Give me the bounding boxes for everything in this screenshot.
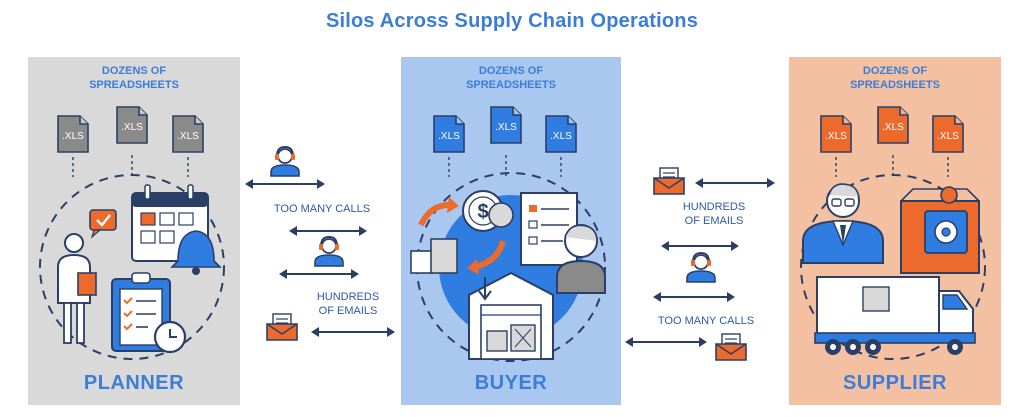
warehouse-icon [468, 271, 554, 360]
supplier-header-line2: SPREADSHEETS [850, 79, 940, 91]
clock-icon [153, 320, 187, 354]
xls-file-icon: .XLS [876, 105, 910, 145]
planner-illustration [39, 155, 225, 360]
supplier-panel: DOZENS OF SPREADSHEETS .XLS .XLS .XLS [789, 57, 1001, 405]
buyer-header-line2: SPREADSHEETS [466, 79, 556, 91]
buyer-file-ext-3: .XLS [550, 131, 572, 142]
planner-file-ext-1: .XLS [62, 131, 84, 142]
headset-agent-icon [270, 145, 300, 177]
xls-file-icon: .XLS [489, 105, 523, 145]
planner-header-line2: SPREADSHEETS [89, 79, 179, 91]
planner-panel: DOZENS OF SPREADSHEETS .XLS .XLS .XLS [28, 57, 240, 405]
double-arrow-icon [661, 241, 739, 251]
buyer-file-ext-2: .XLS [495, 122, 517, 133]
xls-file-icon: .XLS [56, 114, 90, 154]
right-calls-label: TOO MANY CALLS [657, 315, 755, 327]
diagram-title: Silos Across Supply Chain Operations [325, 10, 699, 32]
planner-spreadsheets-header: DOZENS OF SPREADSHEETS [28, 64, 240, 92]
left-emails-line2: OF EMAILS [318, 305, 378, 317]
gear-box-icon [900, 186, 980, 274]
buyer-spreadsheets-header: DOZENS OF SPREADSHEETS [401, 64, 621, 92]
double-arrow-icon [625, 337, 707, 347]
buyer-label: BUYER [474, 372, 548, 394]
supplier-label: SUPPLIER [842, 372, 948, 394]
buyer-illustration: $ [410, 155, 606, 362]
truck-icon [814, 276, 976, 355]
supplier-file-ext-1: .XLS [825, 131, 847, 142]
buyer-header-line1: DOZENS OF [478, 65, 544, 77]
double-arrow-icon [279, 269, 359, 279]
xls-file-icon: .XLS [171, 114, 205, 154]
chat-check-icon [89, 209, 117, 239]
supplier-header-line1: DOZENS OF [862, 65, 928, 77]
svg-text:$: $ [477, 201, 488, 223]
buyer-person-icon [556, 224, 606, 294]
envelope-icon [653, 167, 685, 195]
xls-file-icon: .XLS [819, 114, 853, 154]
buyer-panel: DOZENS OF SPREADSHEETS .XLS .XLS .XLS $ [401, 57, 621, 405]
dollar-coin-icon: $ [462, 190, 514, 232]
bell-icon [170, 230, 222, 275]
double-arrow-icon [695, 178, 775, 188]
left-emails-line1: HUNDREDS [316, 291, 380, 303]
supplier-file-ext-2: .XLS [882, 122, 904, 133]
envelope-icon [715, 333, 747, 361]
supplier-file-ext-3: .XLS [937, 131, 959, 142]
planner-header-line1: DOZENS OF [101, 65, 167, 77]
xls-file-icon: .XLS [544, 114, 578, 154]
xls-file-icon: .XLS [115, 105, 149, 145]
right-emails-label: HUNDREDS OF EMAILS [666, 200, 762, 228]
envelope-icon [266, 313, 298, 341]
xls-file-icon: .XLS [931, 114, 965, 154]
supplier-spreadsheets-header: DOZENS OF SPREADSHEETS [789, 64, 1001, 92]
double-arrow-icon [653, 292, 735, 302]
planner-person-icon [57, 233, 97, 344]
double-arrow-icon [311, 327, 395, 337]
businessman-icon [802, 183, 884, 264]
checklist-doc-icon [520, 192, 578, 266]
planner-file-ext-2: .XLS [121, 122, 143, 133]
supplier-illustration [800, 155, 986, 360]
left-calls-label: TOO MANY CALLS [273, 203, 371, 215]
double-arrow-icon [289, 226, 367, 236]
left-emails-label: HUNDREDS OF EMAILS [300, 290, 396, 318]
headset-agent-icon [314, 235, 344, 267]
buyer-file-ext-1: .XLS [438, 131, 460, 142]
planner-file-ext-3: .XLS [177, 131, 199, 142]
right-emails-line2: OF EMAILS [684, 215, 744, 227]
planner-label: PLANNER [83, 372, 185, 394]
headset-agent-icon [686, 251, 716, 283]
double-arrow-icon [245, 179, 325, 189]
xls-file-icon: .XLS [432, 114, 466, 154]
right-emails-line1: HUNDREDS [682, 201, 746, 213]
